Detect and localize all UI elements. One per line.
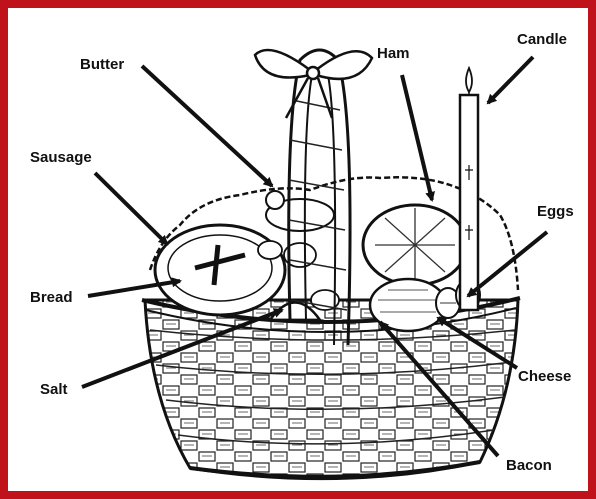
label-salt: Salt (40, 381, 68, 398)
label-sausage: Sausage (30, 149, 92, 166)
bread-loaf (155, 225, 285, 315)
arrow-butter (142, 66, 272, 186)
label-butter: Butter (80, 56, 124, 73)
basket-body (145, 300, 518, 479)
label-ham: Ham (377, 45, 410, 62)
label-bread: Bread (30, 289, 73, 306)
candle (460, 68, 478, 310)
label-eggs: Eggs (537, 203, 574, 220)
bow (255, 50, 372, 118)
arrow-ham (402, 75, 432, 200)
ham (363, 205, 467, 285)
label-cheese: Cheese (518, 368, 571, 385)
arrow-eggs (468, 232, 547, 296)
arrow-candle (488, 57, 533, 103)
butter-lamb (266, 191, 334, 231)
label-candle: Candle (517, 31, 567, 48)
arrow-sausage (95, 173, 167, 244)
label-bacon: Bacon (506, 457, 552, 474)
